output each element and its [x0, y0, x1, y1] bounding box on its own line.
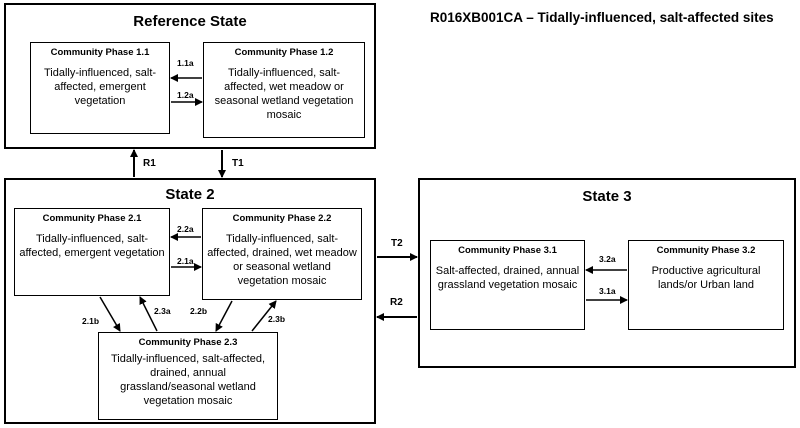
phase-title: Community Phase 1.2 [234, 47, 334, 58]
label-2-1a: 2.1a [177, 256, 194, 266]
label-r1: R1 [143, 158, 156, 169]
phase-description: Tidally-influenced, salt-affected, wet m… [214, 67, 354, 121]
label-3-1a: 3.1a [599, 286, 616, 296]
label-t1: T1 [232, 158, 244, 169]
community-phase-2-1: Community Phase 2.1 Tidally-influenced, … [14, 208, 170, 296]
phase-description: Productive agricultural lands/or Urban l… [651, 265, 761, 291]
community-phase-2-3: Community Phase 2.3 Tidally-influenced, … [98, 332, 278, 420]
phase-description: Tidally-influenced, salt-affected, emerg… [43, 67, 157, 107]
diagram-title: R016XB001CA – Tidally-influenced, salt-a… [430, 10, 774, 25]
phase-description: Tidally-influenced, salt-affected, emerg… [19, 233, 165, 259]
phase-title: Community Phase 1.1 [50, 47, 150, 58]
label-2-2a: 2.2a [177, 224, 194, 234]
label-2-2b: 2.2b [190, 306, 208, 316]
label-2-3a: 2.3a [154, 306, 171, 316]
label-2-1b: 2.1b [82, 316, 100, 326]
phase-title: Community Phase 2.1 [42, 213, 142, 224]
phase-title: Community Phase 3.1 [458, 245, 557, 256]
state-2-title: State 2 [165, 186, 215, 203]
label-1-1a: 1.1a [177, 58, 194, 68]
community-phase-3-1: Community Phase 3.1 Salt-affected, drain… [430, 240, 585, 330]
phase-description: Salt-affected, drained, annual grassland… [435, 265, 580, 291]
community-phase-1-1: Community Phase 1.1 Tidally-influenced, … [30, 42, 170, 134]
label-3-2a: 3.2a [599, 254, 616, 264]
phase-title: Community Phase 2.2 [232, 213, 332, 224]
label-t2: T2 [391, 238, 403, 249]
phase-description: Tidally-influenced, salt-affected, drain… [207, 233, 357, 287]
phase-title: Community Phase 2.3 [138, 337, 238, 348]
label-r2: R2 [390, 297, 403, 308]
reference-state-title: Reference State [133, 13, 247, 30]
phase-title: Community Phase 3.2 [656, 245, 756, 256]
community-phase-3-2: Community Phase 3.2 Productive agricultu… [628, 240, 784, 330]
label-1-2a: 1.2a [177, 90, 194, 100]
state-3-title: State 3 [582, 188, 632, 205]
phase-description: Tidally-influenced, salt-affected, drain… [110, 353, 266, 407]
community-phase-1-2: Community Phase 1.2 Tidally-influenced, … [203, 42, 365, 138]
community-phase-2-2: Community Phase 2.2 Tidally-influenced, … [202, 208, 362, 300]
label-2-3b: 2.3b [268, 314, 286, 324]
